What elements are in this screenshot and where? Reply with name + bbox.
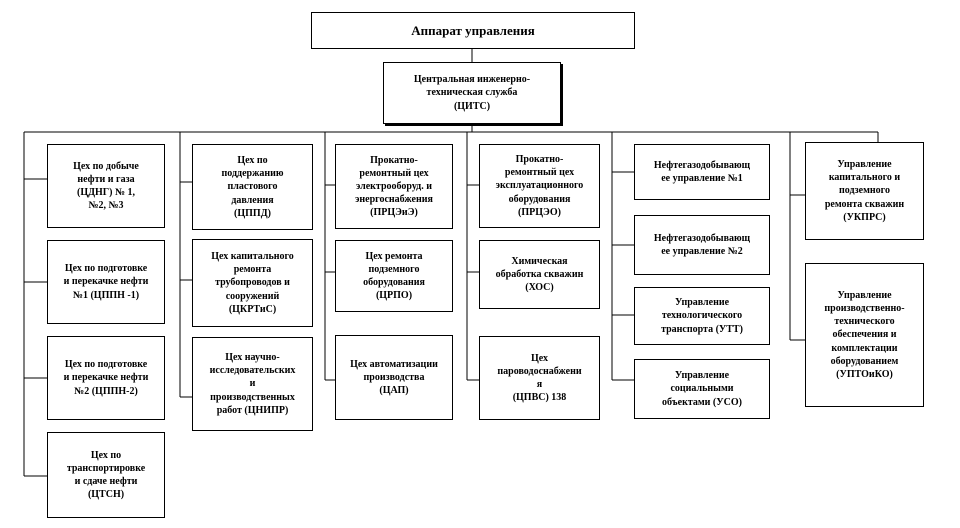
unit-box-utt: Управление технологического транспорта (… [634, 287, 770, 345]
unit-box-ngdu2: Нефтегазодобывающ ее управление №2 [634, 215, 770, 275]
unit-box-ctsn: Цех по транспортировке и сдаче нефти (ЦТ… [47, 432, 165, 518]
unit-box-cnipr: Цех научно- исследовательских и производ… [192, 337, 313, 431]
unit-box-uso: Управление социальными объектами (УСО) [634, 359, 770, 419]
unit-box-cpvs: Цех пароводоснабжени я (ЦПВС) 138 [479, 336, 600, 420]
unit-box-hos: Химическая обработка скважин (ХОС) [479, 240, 600, 309]
central-engineering-service-box: Центральная инженерно- техническая служб… [383, 62, 561, 124]
unit-box-crpo: Цех ремонта подземного оборудования (ЦРП… [335, 240, 453, 312]
unit-box-cap: Цех автоматизации производства (ЦАП) [335, 335, 453, 420]
unit-box-prcee: Прокатно- ремонтный цех электрооборуд. и… [335, 144, 453, 229]
unit-box-cdng: Цех по добыче нефти и газа (ЦДНГ) № 1, №… [47, 144, 165, 228]
unit-box-ukprs: Управление капитального и подземного рем… [805, 142, 924, 240]
unit-box-prceo: Прокатно- ремонтный цех эксплуатационног… [479, 144, 600, 228]
unit-box-ckrtis: Цех капитального ремонта трубопроводов и… [192, 239, 313, 327]
unit-box-cppd: Цех по поддержанию пластового давления (… [192, 144, 313, 230]
unit-box-cppn1: Цех по подготовке и перекачке нефти №1 (… [47, 240, 165, 324]
unit-box-ngdu1: Нефтегазодобывающ ее управление №1 [634, 144, 770, 200]
unit-box-cppn2: Цех по подготовке и перекачке нефти №2 (… [47, 336, 165, 420]
top-management-box: Аппарат управления [311, 12, 635, 49]
unit-box-uptoko: Управление производственно- технического… [805, 263, 924, 407]
